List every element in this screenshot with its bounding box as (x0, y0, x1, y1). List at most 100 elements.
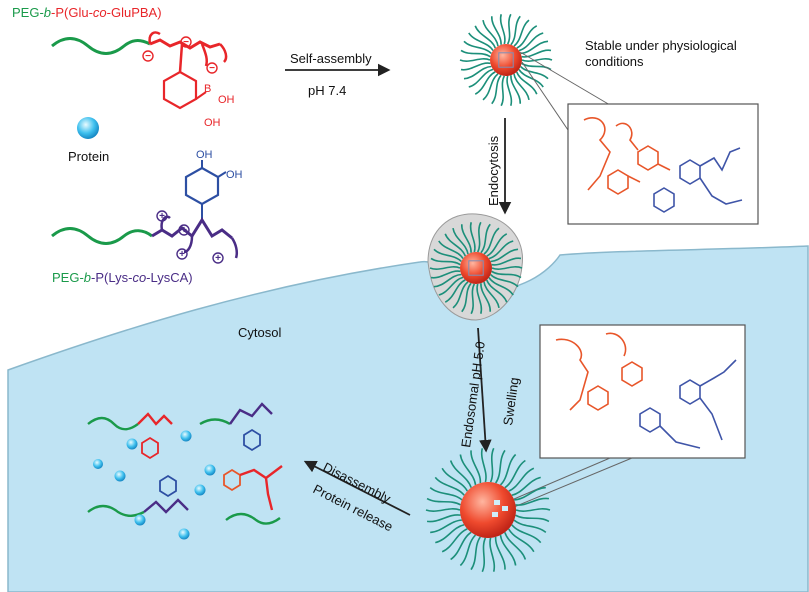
released-proteins (93, 430, 216, 540)
peg-corona-arm (433, 248, 462, 263)
boronic-bond (195, 91, 207, 100)
disassembly-arrow (303, 460, 411, 516)
peg-corona-arm (510, 15, 521, 46)
protein-sphere (77, 117, 99, 139)
peg-corona-arm (470, 283, 476, 315)
zoom-line-2a (499, 457, 611, 506)
peg-corona-arm (513, 19, 530, 47)
peg-corona-arm (515, 497, 550, 506)
peg-corona-arm (482, 73, 499, 101)
peg-corona-arm (434, 476, 465, 496)
peg-corona-arm (520, 40, 549, 55)
peg-corona-arm (476, 221, 482, 253)
peg-corona-arm (489, 537, 496, 572)
zoom-line-1a (519, 51, 611, 106)
peg-corona-arm (516, 25, 538, 49)
peg-corona-arm (450, 531, 472, 561)
lys-sidechains (160, 215, 239, 259)
peg-corona-arm (511, 476, 541, 497)
cytosol-label: Cytosol (238, 325, 281, 340)
peg-corona-arm (494, 449, 506, 484)
peg-corona-arm (499, 14, 506, 45)
peg-corona-arm (480, 283, 492, 312)
glu-sidechains-top (148, 31, 228, 73)
endocytosis-label: Endocytosis (486, 135, 501, 206)
svg-text:+: + (179, 249, 185, 260)
peg-corona-arm (430, 257, 461, 266)
peg-chain-top (51, 37, 151, 55)
peg-corona-arm (469, 222, 476, 253)
peg-corona-arm (490, 273, 519, 288)
peg-corona-arm (459, 454, 477, 486)
peg-corona-arm (429, 486, 463, 501)
peg-corona-arm (452, 227, 469, 255)
peg-corona-arm (491, 74, 502, 105)
peg-corona-arm (504, 532, 527, 560)
plus-signs: + + + + (159, 211, 221, 264)
peg-corona-arm (438, 276, 464, 296)
boron-label: B (204, 83, 211, 95)
peg-corona-arm (485, 279, 508, 303)
protein-in-core (494, 500, 500, 505)
peg-corona-arm (463, 65, 492, 80)
micelle-core (490, 44, 522, 76)
svg-text:−: − (209, 63, 215, 74)
phenyl-ring-top (162, 70, 198, 110)
svg-text:−: − (145, 51, 151, 62)
peg-corona-arm (480, 448, 487, 483)
peg-corona-arm (435, 523, 465, 544)
peg-corona-arm (438, 240, 464, 260)
svg-text:−: − (183, 37, 189, 48)
zoom-swelling-structures (555, 332, 737, 449)
polymer-top-label: PEG-b-P(Glu-co-GluPBA) (12, 5, 162, 20)
peg-corona-arm (511, 524, 542, 544)
peg-corona-arm (521, 58, 553, 62)
peg-corona-arm (490, 248, 519, 263)
zoom-box-stable (567, 103, 759, 225)
core-network (468, 260, 484, 276)
minus-charges-top (142, 36, 218, 74)
peg-corona-arm (429, 266, 461, 270)
peg-corona-arm (433, 273, 462, 288)
peg-corona-arm (514, 486, 546, 501)
peg-corona-arm (488, 276, 514, 296)
svg-text:+: + (215, 253, 221, 264)
swelling-label: Swelling (500, 376, 522, 426)
catechol-ring (184, 166, 220, 206)
core-network (498, 52, 514, 68)
glu-backbone-top (149, 38, 221, 50)
peg-corona-arm (507, 528, 535, 553)
polymer-bottom-label: PEG-b-P(Lys-co-LysCA) (52, 270, 193, 285)
peg-corona-arm (460, 224, 472, 253)
micelle-swollen (425, 447, 551, 573)
peg-corona-arm (491, 257, 522, 266)
peg-corona-arm (441, 528, 468, 553)
plus-charges (156, 210, 224, 264)
peg-corona-arm (499, 534, 517, 566)
zoom-stable-structures (583, 117, 743, 213)
peg-corona-arm (499, 453, 517, 486)
peg-corona-arm (468, 68, 494, 88)
zoom-line-2b (501, 457, 633, 513)
peg-corona-arm (474, 71, 496, 95)
stable-label-line1: Stable under physiological (585, 38, 737, 53)
oh-label-1: OH (218, 94, 235, 106)
peg-corona-arm (480, 223, 491, 254)
self-assembly-label: Self-assembly (290, 51, 372, 66)
peg-corona-arm (513, 519, 547, 534)
peg-corona-arm (481, 537, 487, 573)
micelle-core (460, 252, 492, 284)
oh-label-3: OH (196, 149, 213, 161)
peg-corona-arm (476, 283, 483, 314)
oh-label-2: OH (204, 117, 221, 129)
peg-corona-arm (482, 19, 499, 47)
peg-corona-arm (444, 279, 466, 303)
peg-corona-arm (483, 281, 500, 309)
peg-corona-arm (449, 460, 472, 488)
micelle-endocytosed (429, 221, 523, 315)
peg-corona-arm (474, 25, 497, 49)
peg-corona-arm (500, 75, 506, 107)
protein-label: Protein (68, 149, 109, 164)
